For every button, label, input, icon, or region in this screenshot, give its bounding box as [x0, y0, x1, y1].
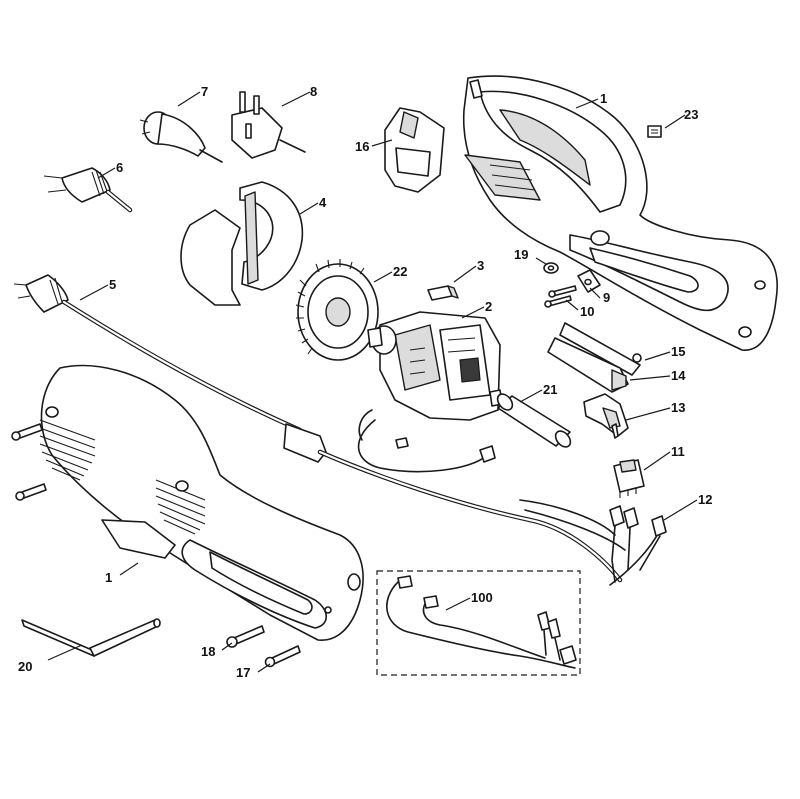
- callout-7: 7: [201, 84, 208, 99]
- rocker-switch: [613, 459, 645, 498]
- callout-14: 14: [671, 368, 686, 383]
- callout-5: 5: [109, 277, 116, 292]
- switch-lever: [547, 322, 642, 393]
- electric-motor: [367, 311, 503, 421]
- screw-17: [264, 645, 301, 668]
- callout-21: 21: [543, 382, 557, 397]
- cable-clamp: [577, 269, 601, 293]
- callout-15: 15: [671, 344, 685, 359]
- motor-shroud: [180, 181, 304, 306]
- carbon-brush: [427, 285, 459, 301]
- callout-3: 3: [477, 258, 484, 273]
- washer: [543, 262, 559, 274]
- callout-17: 17: [236, 665, 250, 680]
- housing-half-upper: [462, 75, 778, 351]
- callout-13: 13: [671, 400, 685, 415]
- hex-key: [21, 618, 161, 657]
- shaft-roller: [496, 393, 572, 448]
- callout-20: 20: [18, 659, 32, 674]
- callout-1-bottom: 1: [105, 570, 112, 585]
- housing-half-lower: [39, 364, 364, 641]
- callout-4: 4: [319, 195, 327, 210]
- cable-retainer: [384, 107, 445, 193]
- switch-actuator: [583, 393, 629, 439]
- power-cord: [13, 274, 623, 583]
- plug-euro: [43, 167, 133, 213]
- callout-8: 8: [310, 84, 317, 99]
- callout-1-top: 1: [600, 91, 607, 106]
- screw-18: [226, 625, 265, 648]
- callout-10: 10: [580, 304, 594, 319]
- callout-23: 23: [684, 107, 698, 122]
- callout-12: 12: [698, 492, 712, 507]
- callout-19: 19: [514, 247, 528, 262]
- callout-16: 16: [355, 139, 369, 154]
- label-sticker: [647, 125, 662, 138]
- clamp-screws: [544, 285, 577, 308]
- callout-6: 6: [116, 160, 123, 175]
- cooling-fan: [295, 259, 379, 361]
- callout-2: 2: [485, 299, 492, 314]
- wiring-harness-set: [376, 570, 581, 676]
- callout-11: 11: [671, 444, 685, 459]
- callout-18: 18: [201, 644, 215, 659]
- plug-round: [139, 111, 223, 163]
- internal-wiring: [357, 409, 667, 586]
- screws-left: [11, 423, 47, 501]
- callout-22: 22: [393, 264, 407, 279]
- callout-9: 9: [603, 290, 610, 305]
- callout-100: 100: [471, 590, 493, 605]
- leader-lines: [47, 91, 698, 673]
- plug-uk: [231, 91, 306, 159]
- callout-labels: 1 23 7 8 16 6 4 22 3 19 9 10 5 2 15 14 2…: [18, 84, 712, 680]
